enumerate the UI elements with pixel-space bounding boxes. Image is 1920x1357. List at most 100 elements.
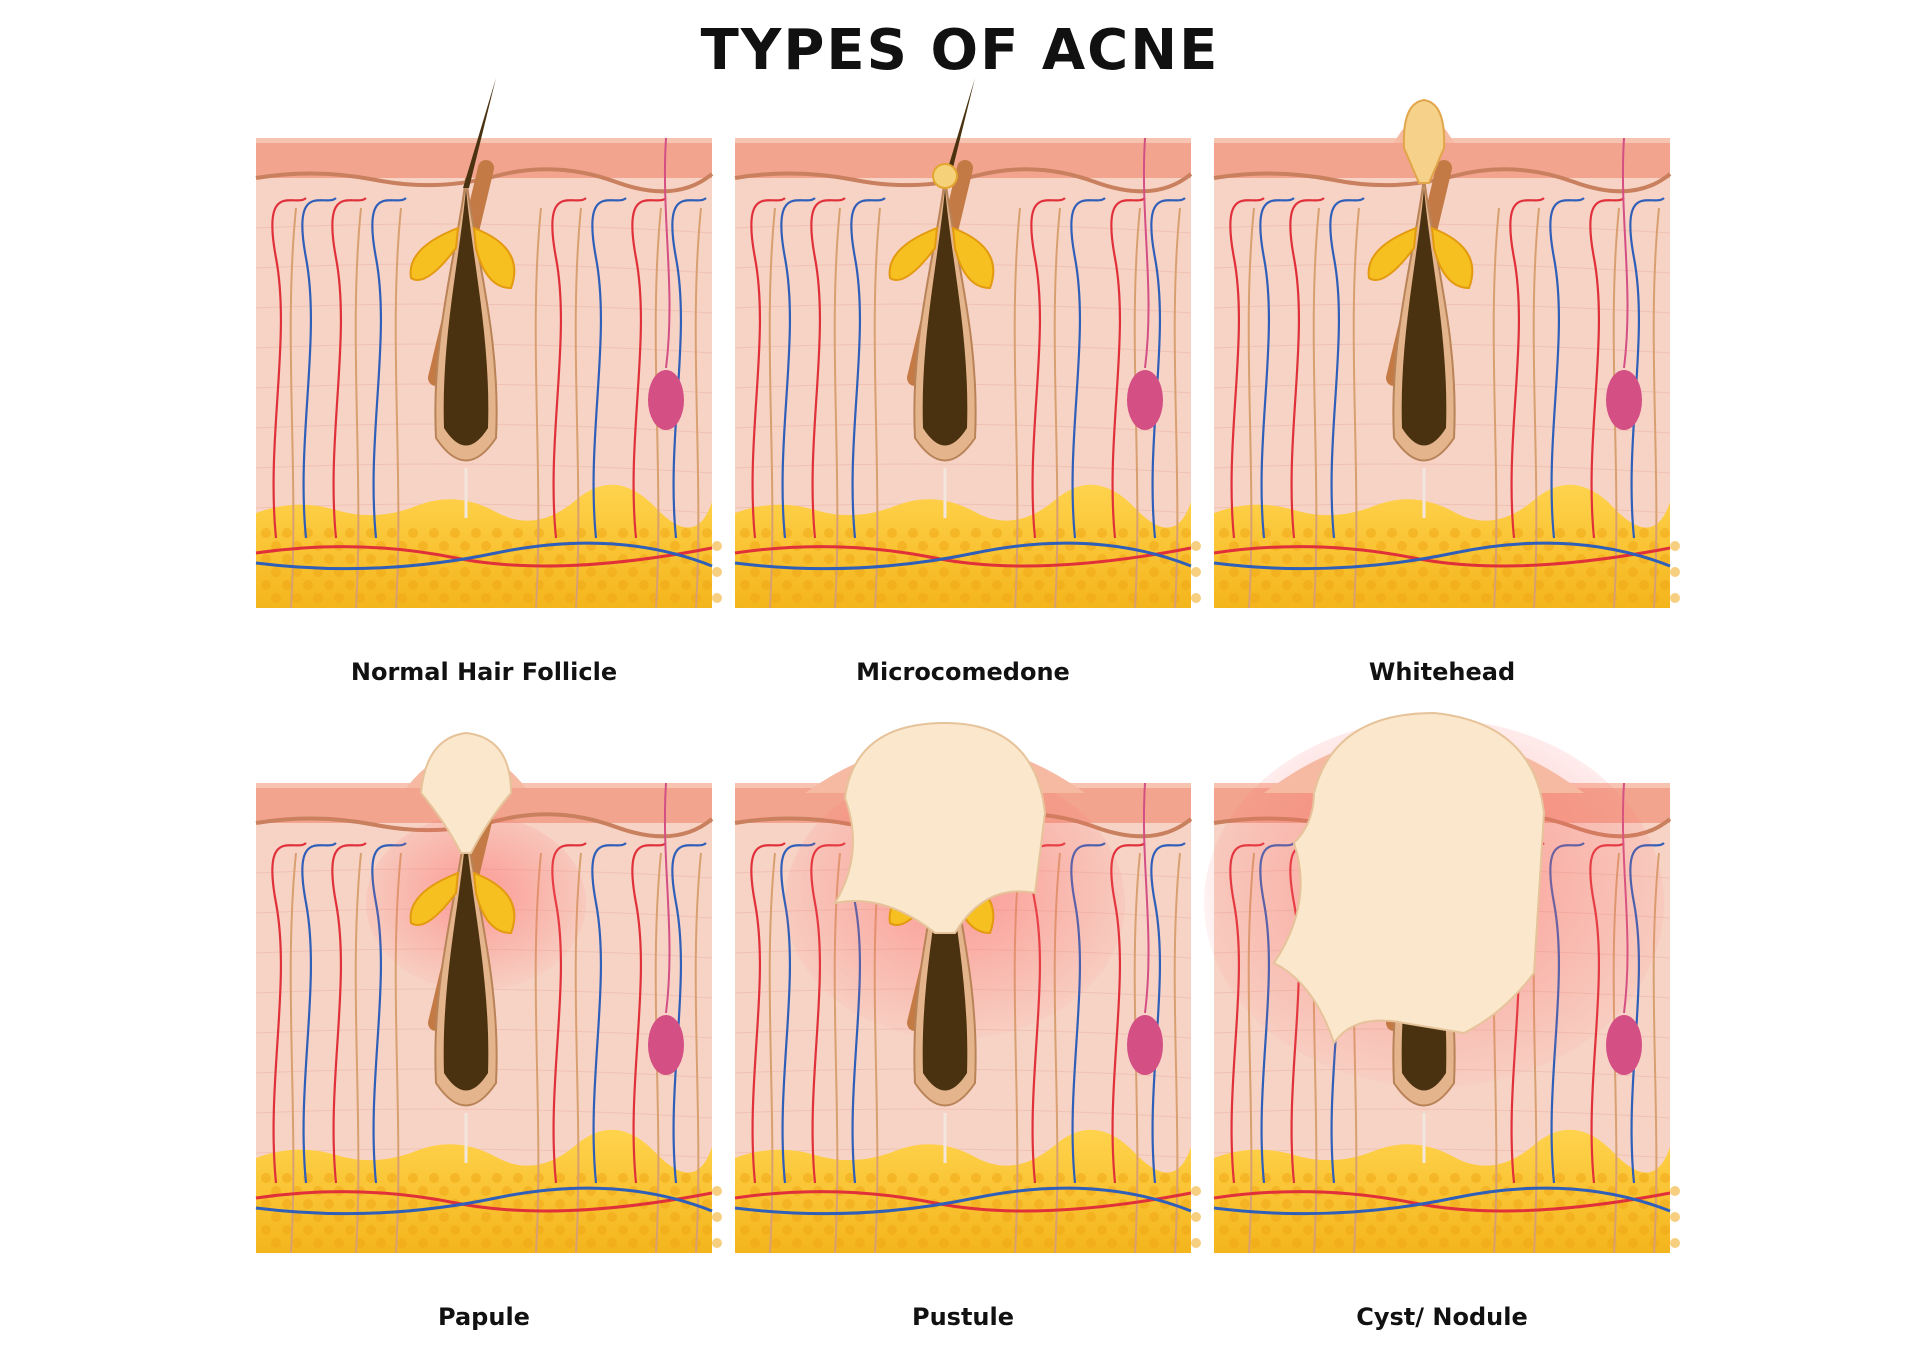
fat-cell [1408,1173,1418,1183]
fat-cell [1450,528,1460,538]
artery [750,842,786,1184]
fat-cell [544,567,554,577]
fat-cell [481,1186,491,1196]
fat-cell [876,567,886,577]
fat-cell [1418,1212,1428,1222]
fat-cell [387,580,397,590]
fat-cell [628,1212,638,1222]
fat-cell [908,1225,918,1235]
nerve-fiber [1492,207,1500,609]
fat-cell [845,554,855,564]
fat-cell [792,593,802,603]
fat-cell [1660,580,1670,590]
fat-cell [1555,580,1565,590]
fat-cell [639,528,649,538]
fat-cell [950,1173,960,1183]
fat-cell [1618,1173,1628,1183]
fat-cell [824,580,834,590]
hair-root [443,188,489,446]
fat-cell [803,1199,813,1209]
fat-cell [702,1199,712,1209]
fat-cell [481,567,491,577]
fat-cell [1597,1225,1607,1235]
fat-cell [1366,580,1376,590]
fat-cell [460,1238,470,1248]
fat-cell [845,580,855,590]
fat-cell [429,1173,439,1183]
fat-cell [1397,567,1407,577]
fat-cell [502,1238,512,1248]
artery [255,545,713,568]
fat-cell [1418,541,1428,551]
fat-cell [1460,1186,1470,1196]
fat-cell [366,1173,376,1183]
fat-cell [824,528,834,538]
fat-cell [460,1186,470,1196]
fat-cell [1345,554,1355,564]
fat-cell [1002,567,1012,577]
fat-cell [855,1238,865,1248]
fat-cell [1660,1173,1670,1183]
fat-cell [471,580,481,590]
fat-cell [1149,567,1159,577]
fat-cell [1055,580,1065,590]
fat-cell [408,528,418,538]
skin-cross-section [1204,711,1680,1254]
fat-cell [740,580,750,590]
fat-cell [502,567,512,577]
fat-cell [1292,593,1302,603]
fat-cell [782,580,792,590]
fat-cell [740,1173,750,1183]
fat-cell [1097,1225,1107,1235]
fat-cell [1023,1238,1033,1248]
fat-cell [712,567,722,577]
fat-cell [1334,593,1344,603]
fat-cell [565,1212,575,1222]
fat-cell [1139,528,1149,538]
fat-cell [1219,1173,1229,1183]
nerve-fiber [534,207,542,609]
fat-cell [1513,528,1523,538]
fat-cell [824,554,834,564]
fat-cell [803,528,813,538]
fat-cell [981,1212,991,1222]
sebaceous-gland [1367,226,1418,281]
fat-cell [1303,554,1313,564]
sebaceous-gland [409,226,460,281]
fat-cell [1076,554,1086,564]
fat-cell [303,1225,313,1235]
fat-cell [1418,1238,1428,1248]
fat-cell [771,1238,781,1248]
fat-cell [1523,593,1533,603]
fat-cell [1460,541,1470,551]
panel-normal-hair-follicle: Normal Hair Follicle [255,78,722,686]
artery [631,842,667,1184]
fat-cell [565,567,575,577]
fat-cell [408,1173,418,1183]
fat-cell [845,528,855,538]
nerve-fiber [873,207,881,609]
fat-cell [1229,567,1239,577]
fat-cell [1376,541,1386,551]
panel-microcomedone: Microcomedone [734,78,1201,686]
basal-line [734,167,1193,194]
fat-cell [1149,541,1159,551]
stage-label: Cyst/ Nodule [1356,1303,1528,1331]
pustule-lesion [832,721,1047,934]
fat-cell [681,1225,691,1235]
fat-cell [1191,1238,1201,1248]
fat-cell [1481,1212,1491,1222]
fat-cell [471,1225,481,1235]
fat-cell [1282,1199,1292,1209]
nerve-fiber [1247,207,1255,609]
fat-cell [439,567,449,577]
fat-cell [761,1225,771,1235]
fat-cell [1303,1173,1313,1183]
dermis-texture [1213,223,1671,234]
fat-cell [313,1238,323,1248]
sweat-gland [648,1015,684,1075]
fat-cell [1076,580,1086,590]
fat-cell [1544,567,1554,577]
fat-cell [397,593,407,603]
fat-cell [866,554,876,564]
